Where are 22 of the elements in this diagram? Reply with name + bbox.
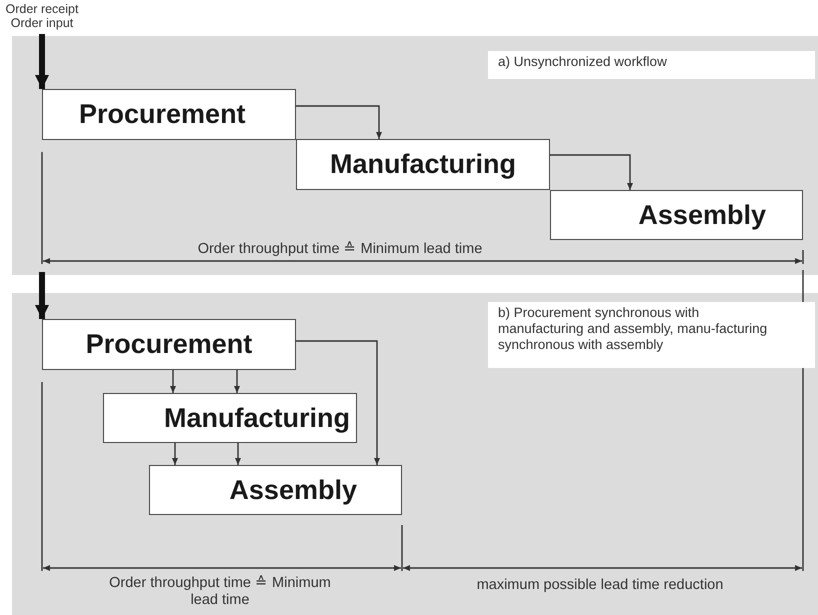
- dimension-label: maximum possible lead time reduction: [476, 577, 724, 594]
- process-box: Procurement: [42, 89, 296, 140]
- arrow: [234, 370, 240, 393]
- arrow: [170, 370, 176, 393]
- process-box: Manufacturing: [296, 139, 550, 190]
- arrow: [172, 443, 178, 465]
- arrow: [235, 443, 241, 465]
- arrow: [35, 34, 49, 89]
- arrow: [550, 154, 633, 190]
- caption-box: b) Procurement synchronous with manufacturing and assembly, manu-facturing synchronous with assembly: [488, 302, 815, 368]
- order-label: Order receipt: [4, 2, 80, 16]
- arrow: [35, 272, 49, 319]
- order-label: Order input: [10, 16, 74, 31]
- dimension-label: Order throughput time ≙ Minimum lead time: [108, 575, 332, 610]
- process-box: Procurement: [42, 319, 296, 370]
- process-box: Assembly: [550, 190, 803, 240]
- caption-box: a) Unsynchronized workflow: [488, 51, 815, 79]
- process-box: Assembly: [149, 465, 402, 515]
- arrow: [296, 340, 380, 465]
- dimension-label: Order throughput time ≙ Minimum lead time: [196, 241, 484, 258]
- arrow: [296, 105, 382, 139]
- process-box: Manufacturing: [103, 393, 357, 443]
